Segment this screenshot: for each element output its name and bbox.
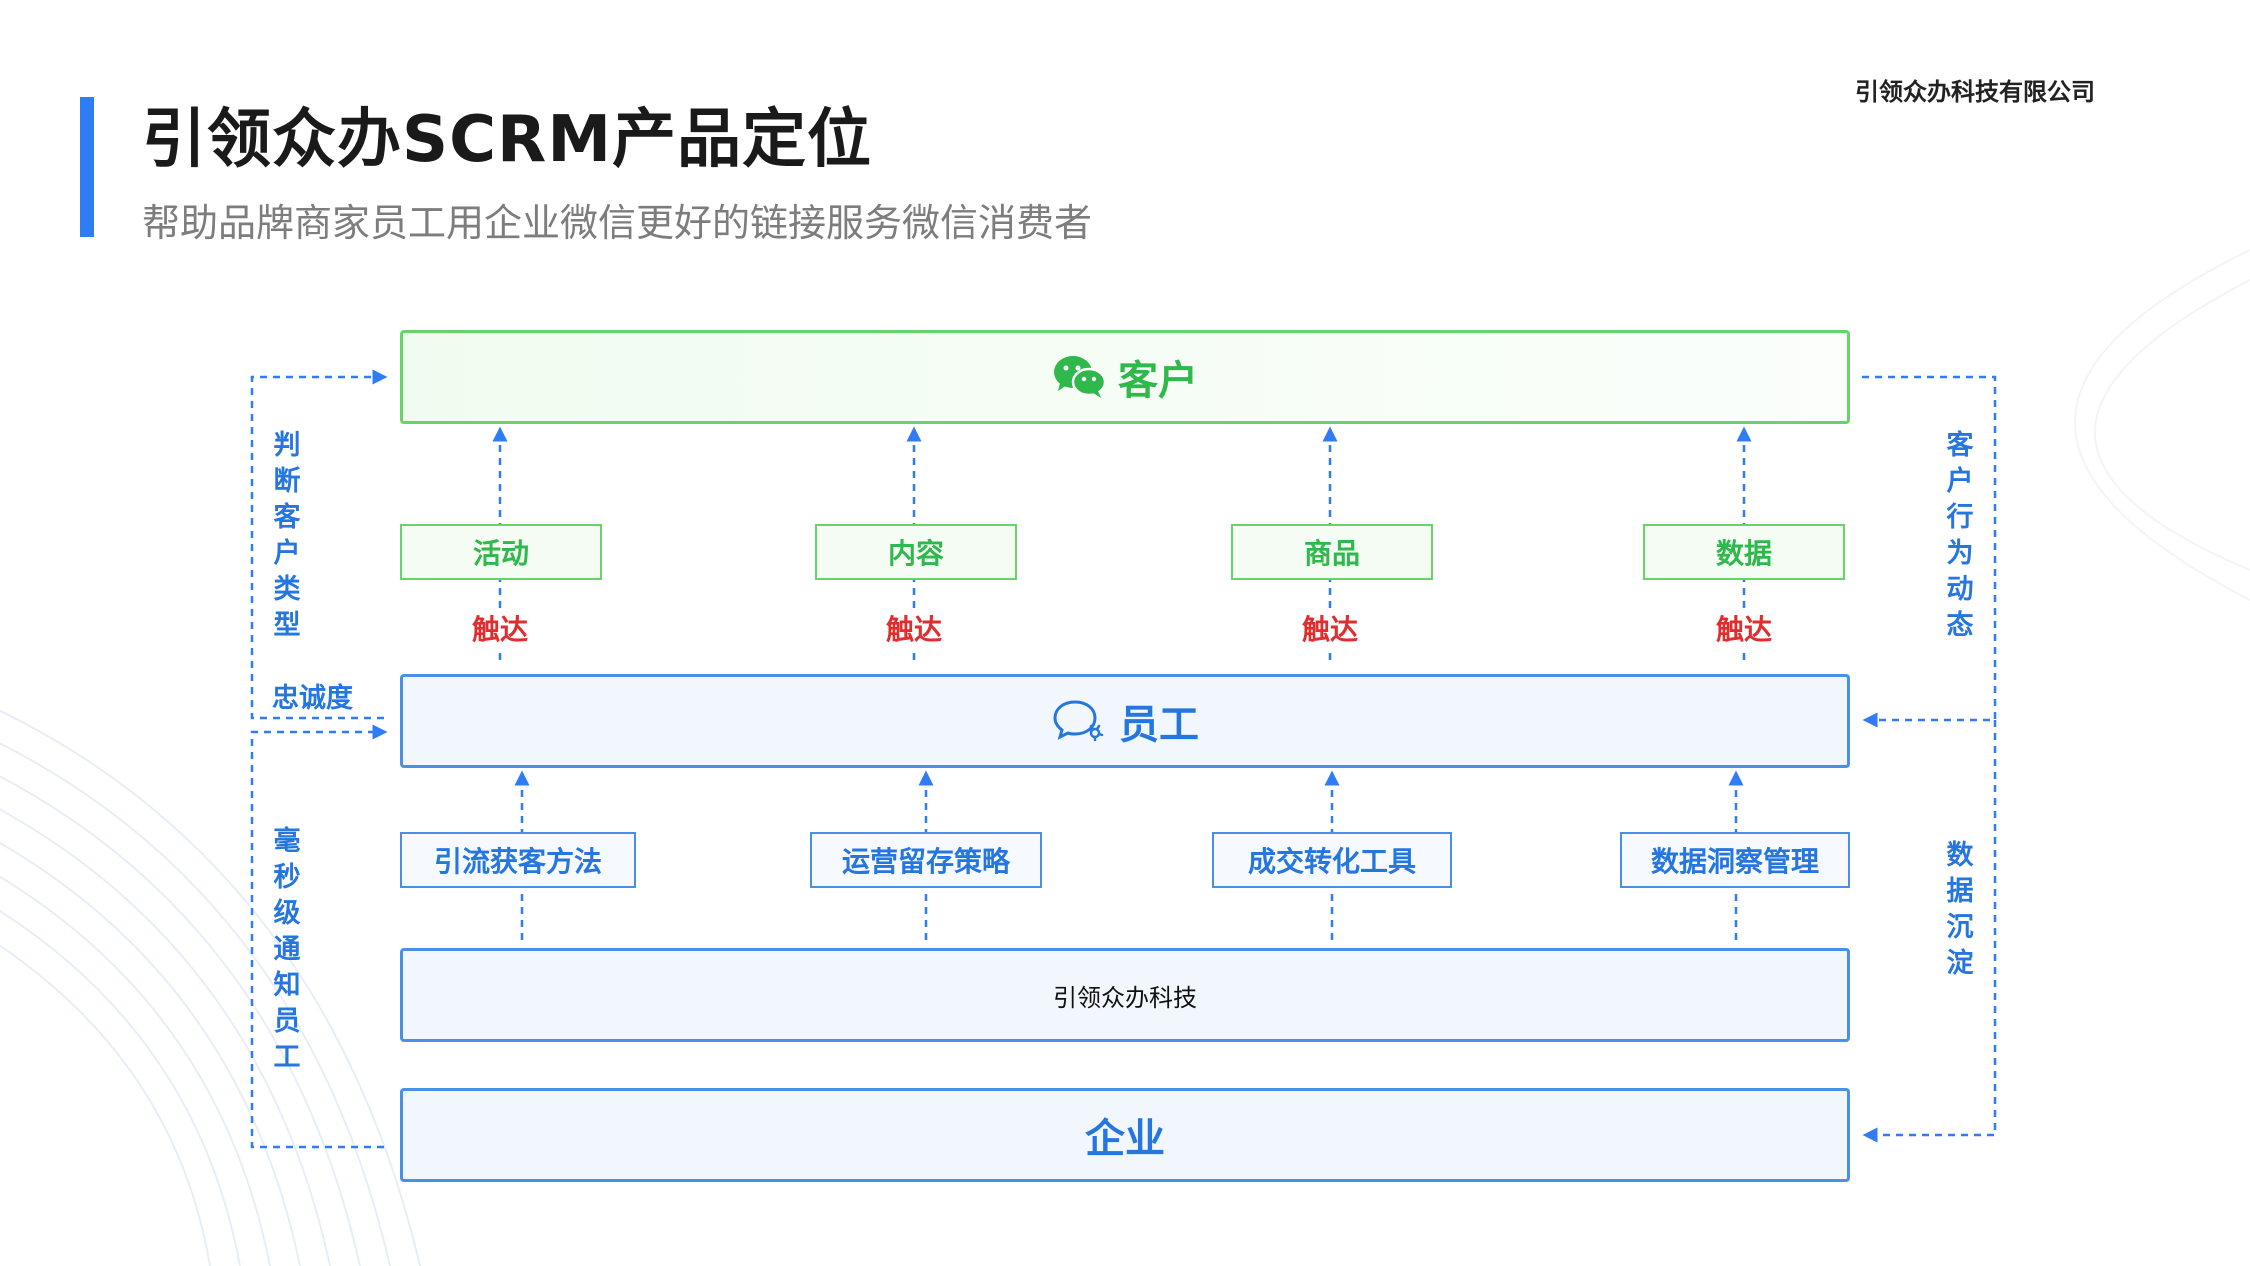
tech-label: 引领众办科技	[1053, 983, 1197, 1012]
reach-item-content: 内容	[815, 524, 1017, 580]
tool-conversion: 成交转化工具	[1212, 832, 1452, 888]
page-subtitle: 帮助品牌商家员工用企业微信更好的链接服务微信消费者	[142, 201, 1093, 245]
enterprise-band: 企业	[400, 1088, 1850, 1182]
employee-label: 员工	[1119, 702, 1199, 748]
wechat-icon	[1054, 356, 1107, 398]
enterprise-label: 企业	[1085, 1116, 1165, 1162]
reach-item-data: 数据	[1643, 524, 1845, 580]
title-accent-bar	[80, 97, 94, 237]
reach-label: 触达	[1290, 608, 1370, 648]
company-name: 引领众办科技有限公司	[1855, 78, 2095, 106]
customer-label: 客户	[1118, 358, 1198, 404]
tech-band: 引领众办科技	[400, 948, 1850, 1042]
tool-acquisition: 引流获客方法	[400, 832, 636, 888]
reach-item-activity: 活动	[400, 524, 602, 580]
right-top-label: 客户行为动态	[1946, 430, 1974, 641]
reach-label: 触达	[1704, 608, 1784, 648]
reach-item-product: 商品	[1231, 524, 1433, 580]
left-top-label: 判断客户类型	[273, 430, 301, 641]
reach-label: 触达	[460, 608, 540, 648]
employee-band: 员工	[400, 674, 1850, 768]
work-wechat-icon	[1053, 700, 1104, 742]
right-bottom-label: 数据沉淀	[1946, 840, 1974, 979]
tool-data-insight: 数据洞察管理	[1620, 832, 1850, 888]
customer-band: 客户	[400, 330, 1850, 424]
reach-label: 触达	[874, 608, 954, 648]
left-bottom-label: 毫秒级通知员工	[273, 826, 301, 1073]
left-mid-label: 忠诚度	[272, 683, 353, 714]
tool-retention: 运营留存策略	[810, 832, 1042, 888]
page-title: 引领众办SCRM产品定位	[142, 103, 873, 177]
